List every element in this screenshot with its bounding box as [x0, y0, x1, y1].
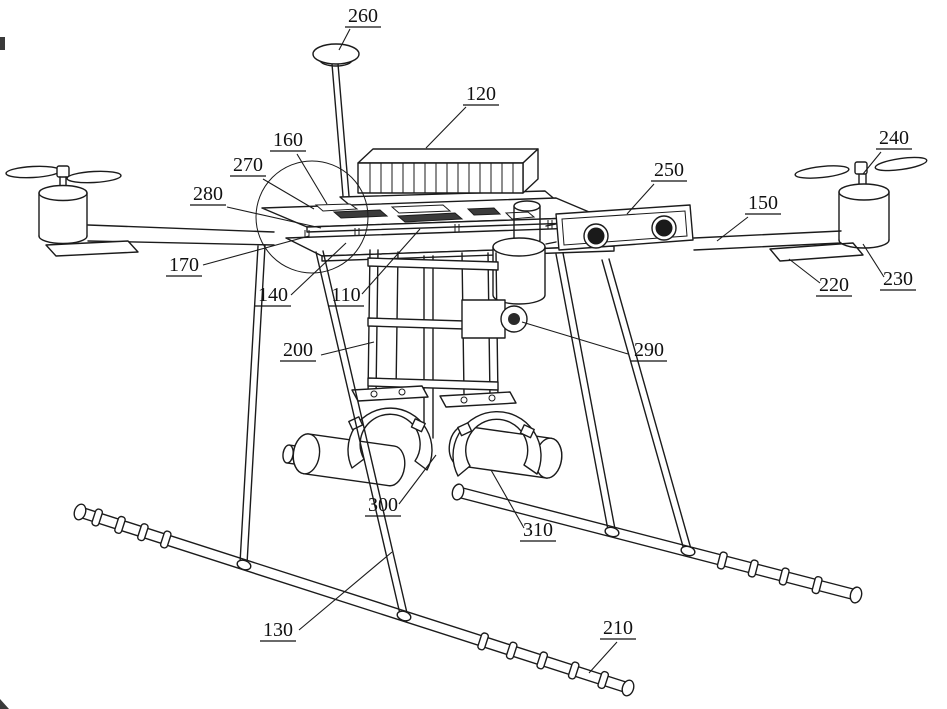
- camera-lens-left: [587, 227, 605, 245]
- ref-label-200: 200: [280, 339, 375, 362]
- ref-label-170: 170: [166, 235, 310, 277]
- gripper-assembly: [282, 385, 563, 487]
- ref-text-250: 250: [654, 159, 684, 181]
- ref-label-300: 300: [365, 454, 437, 517]
- gripper-mount-right: [439, 391, 517, 408]
- ref-text-290: 290: [634, 339, 664, 361]
- skid-clamp: [680, 545, 696, 557]
- mast-cylinder-large: [492, 237, 546, 305]
- ref-label-310: 310: [490, 469, 556, 542]
- ref-text-300: 300: [368, 494, 398, 516]
- ref-text-310: 310: [523, 519, 553, 541]
- ref-text-160: 160: [273, 129, 303, 151]
- left-arm-end-mount: [45, 240, 139, 257]
- gripper-mount-left: [351, 385, 429, 402]
- ref-text-110: 110: [331, 284, 360, 306]
- skid-clamp: [396, 610, 412, 622]
- ref-label-150: 150: [716, 192, 781, 242]
- ref-label-290: 290: [521, 321, 667, 362]
- landing-legs: [239, 245, 692, 615]
- stereo-camera: [545, 204, 694, 251]
- landing-skid-left: [73, 503, 635, 697]
- scan-artifact-corner: [0, 699, 9, 709]
- ref-text-220: 220: [819, 274, 849, 296]
- left-motor: [38, 176, 88, 245]
- landing-skid-right: [451, 483, 863, 604]
- left-propeller: [5, 165, 122, 184]
- right-arm-end-mount: [769, 242, 864, 262]
- ref-text-240: 240: [879, 127, 909, 149]
- ref-text-170: 170: [169, 254, 199, 276]
- ref-label-130: 130: [260, 551, 393, 642]
- ref-label-240: 240: [862, 127, 912, 175]
- skid-clamp: [236, 559, 252, 571]
- detail-callout-circle: [255, 160, 369, 274]
- ref-text-210: 210: [603, 617, 633, 639]
- ref-text-260: 260: [348, 5, 378, 27]
- ref-label-280: 280: [190, 183, 322, 229]
- ref-label-250: 250: [626, 159, 687, 215]
- skid-clamp: [604, 526, 620, 538]
- ref-label-220: 220: [788, 258, 852, 297]
- side-actuator: [461, 299, 528, 339]
- battery-box: [357, 148, 539, 194]
- ref-text-200: 200: [283, 339, 313, 361]
- ref-label-260: 260: [338, 5, 381, 51]
- ref-text-120: 120: [466, 83, 496, 105]
- right-motor: [838, 173, 890, 249]
- ref-label-230: 230: [862, 243, 916, 291]
- right-arm: [693, 230, 842, 251]
- ref-text-280: 280: [193, 183, 223, 205]
- ref-label-270: 270: [230, 154, 315, 210]
- ref-text-130: 130: [263, 619, 293, 641]
- left-arm: [45, 224, 275, 257]
- ref-label-140: 140: [255, 242, 347, 307]
- right-propeller: [794, 156, 928, 179]
- ref-text-270: 270: [233, 154, 263, 176]
- ref-label-160: 160: [270, 129, 328, 205]
- ref-text-230: 230: [883, 268, 913, 290]
- ref-text-140: 140: [258, 284, 288, 306]
- camera-lens-right: [655, 219, 673, 237]
- ref-label-120: 120: [425, 83, 499, 149]
- ref-label-110: 110: [328, 228, 421, 307]
- ref-label-210: 210: [588, 617, 636, 674]
- scan-artifact-left: [0, 37, 5, 50]
- battery-box-fins: [369, 163, 514, 193]
- ref-text-150: 150: [748, 192, 778, 214]
